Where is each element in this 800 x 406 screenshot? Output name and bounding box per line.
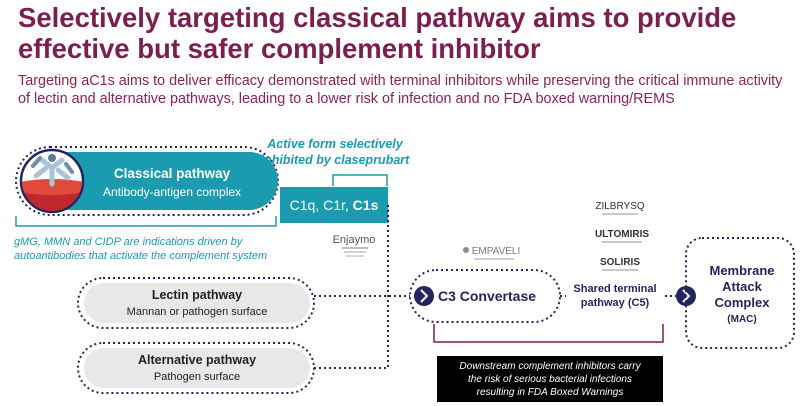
lectin-pathway-title: Lectin pathway	[152, 288, 242, 302]
page-subtitle: Targeting aC1s aims to deliver efficacy …	[18, 73, 783, 107]
ultomiris-logo-text: ULTOMIRIS	[595, 229, 649, 240]
indications-note-line2: autoantibodies that activate the complem…	[14, 250, 267, 262]
antibody-antigen-icon	[19, 148, 85, 214]
classical-pathway-title: Classical pathway	[114, 166, 231, 181]
page-title: Selectively targeting classical pathway …	[18, 2, 737, 64]
warning-line3: resulting in FDA Boxed Warnings	[477, 387, 624, 398]
enjaymo-logo: Enjaymo	[333, 234, 376, 257]
c3-convertase-box: C3 Convertase	[409, 269, 561, 323]
warning-line1: Downstream complement inhibitors carry	[459, 361, 641, 372]
alternative-pathway-box: Alternative pathway Pathogen surface	[77, 342, 315, 394]
indications-note-line1: gMG, MMN and CIDP are indications driven…	[14, 236, 244, 248]
alternative-pathway-title: Alternative pathway	[138, 353, 256, 367]
lectin-pathway-subtitle: Mannan or pathogen surface	[127, 306, 268, 318]
active-form-annotation: Active form selectively inhibited by cla…	[261, 137, 410, 186]
classical-connector-line	[314, 205, 389, 369]
mac-line2: Attack	[722, 279, 763, 294]
soliris-logo: SOLIRIS	[600, 257, 640, 271]
alternative-pathway-subtitle: Pathogen surface	[154, 371, 240, 383]
terminal-line1: Shared terminal	[573, 283, 656, 295]
c1s-text: C1s	[353, 197, 379, 213]
enjaymo-logo-text: Enjaymo	[333, 234, 376, 246]
convertase-arrow-icon	[414, 286, 434, 306]
c1-components-label: C1q, C1r, C1s	[290, 197, 379, 213]
classical-pathway-subtitle: Antibody-antigen complex	[103, 185, 241, 199]
warning-bracket	[433, 324, 664, 343]
active-form-line2: inhibited by claseprubart	[261, 153, 410, 167]
c1-components-box: C1q, C1r, C1s	[280, 187, 388, 223]
ultomiris-logo: ULTOMIRIS	[595, 229, 649, 243]
boxed-warning-callout: Downstream complement inhibitors carry t…	[437, 356, 663, 402]
classical-pathway-box: Classical pathway Antibody-antigen compl…	[15, 146, 279, 216]
mac-box: Membrane Attack Complex (MAC)	[676, 237, 795, 349]
zilbrysq-logo: ZILBRYSQ	[595, 201, 645, 215]
zilbrysq-logo-text: ZILBRYSQ	[595, 201, 644, 212]
mac-line1: Membrane	[709, 263, 774, 278]
empaveli-logo: EMPAVELI	[463, 246, 520, 260]
lectin-pathway-box: Lectin pathway Mannan or pathogen surfac…	[77, 277, 315, 329]
warning-line2: the risk of serious bacterial infections	[468, 374, 632, 385]
active-form-line1: Active form selectively	[266, 137, 404, 151]
empaveli-logo-text: EMPAVELI	[472, 246, 521, 257]
soliris-logo-text: SOLIRIS	[600, 257, 640, 268]
c3-convertase-label: C3 Convertase	[438, 288, 536, 304]
indications-annotation: gMG, MMN and CIDP are indications driven…	[14, 216, 277, 262]
mac-line3: Complex	[715, 295, 771, 310]
c1q-c1r-text: C1q, C1r,	[290, 197, 353, 213]
mac-line4: (MAC)	[727, 314, 756, 325]
terminal-line2: pathway (C5)	[581, 297, 650, 309]
